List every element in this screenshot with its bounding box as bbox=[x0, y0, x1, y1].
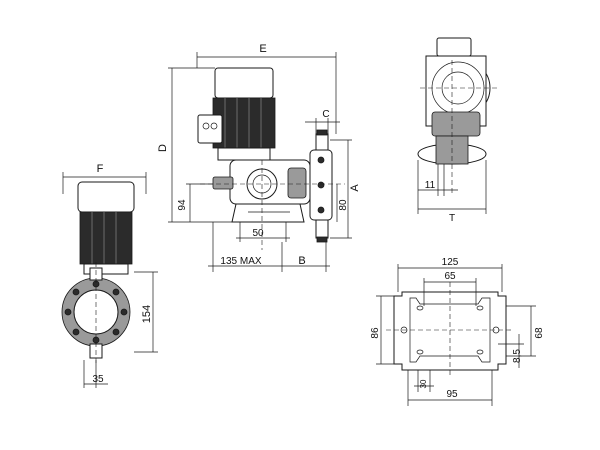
dim-95-label: 95 bbox=[446, 389, 458, 400]
terminal-box bbox=[197, 114, 223, 144]
dim-E-label: E bbox=[259, 43, 266, 55]
dim-8-5-label: 8,5 bbox=[512, 349, 523, 363]
side-flange bbox=[83, 263, 129, 275]
discharge-valve bbox=[315, 133, 329, 151]
dim-80-label: 80 bbox=[338, 199, 349, 211]
dim-154-label: 154 bbox=[141, 305, 153, 323]
top-view-dimensions: 11 T bbox=[417, 160, 487, 224]
side-view bbox=[61, 181, 135, 366]
dim-F-label: F bbox=[97, 163, 104, 175]
terminal-screw bbox=[210, 122, 218, 130]
front-view bbox=[197, 67, 345, 250]
dim-135max-label: 135 MAX bbox=[220, 256, 261, 267]
dim-86-label: 86 bbox=[370, 327, 381, 339]
dim-30-label: 30 bbox=[419, 379, 428, 388]
top-view bbox=[417, 37, 500, 195]
gear-housing-right bbox=[287, 167, 307, 199]
front-view-dimensions: E D 94 C A 80 50 135 MAX B bbox=[157, 43, 361, 272]
side-motor-fins bbox=[91, 212, 117, 264]
dim-A-label: A bbox=[349, 184, 361, 192]
pump-base bbox=[231, 203, 305, 223]
motor-body bbox=[212, 97, 276, 149]
side-motor-body bbox=[79, 211, 133, 265]
motor-flange bbox=[217, 147, 271, 161]
dim-11-label: 11 bbox=[425, 180, 436, 191]
dim-D-label: D bbox=[157, 144, 169, 152]
dim-94-label: 94 bbox=[177, 199, 188, 211]
dim-B-label: B bbox=[298, 255, 305, 267]
motor-cap bbox=[214, 67, 274, 99]
suction-nut bbox=[316, 236, 328, 243]
dim-35-label: 35 bbox=[92, 374, 104, 385]
dim-68-label: 68 bbox=[534, 327, 545, 339]
dim-T-label: T bbox=[449, 213, 455, 224]
dim-125-label: 125 bbox=[442, 257, 459, 268]
dim-50-label: 50 bbox=[252, 228, 264, 239]
stroke-knob bbox=[212, 176, 234, 190]
base-plate-inner bbox=[409, 297, 491, 363]
top-gear-block bbox=[431, 111, 481, 137]
terminal-screw bbox=[202, 122, 210, 130]
dim-65-label: 65 bbox=[444, 271, 456, 282]
top-terminal-box bbox=[436, 37, 472, 57]
side-view-dimensions: F 154 35 bbox=[62, 163, 158, 388]
base-plate-dimensions: 125 65 86 68 8,5 30 95 bbox=[370, 257, 545, 406]
side-motor-cap bbox=[77, 181, 135, 213]
base-plate-view bbox=[386, 282, 514, 378]
dim-C-label: C bbox=[322, 109, 329, 120]
head-bolts bbox=[317, 156, 325, 214]
suction-valve bbox=[315, 219, 329, 239]
discharge-nut bbox=[316, 129, 328, 136]
motor-fins bbox=[224, 98, 262, 148]
